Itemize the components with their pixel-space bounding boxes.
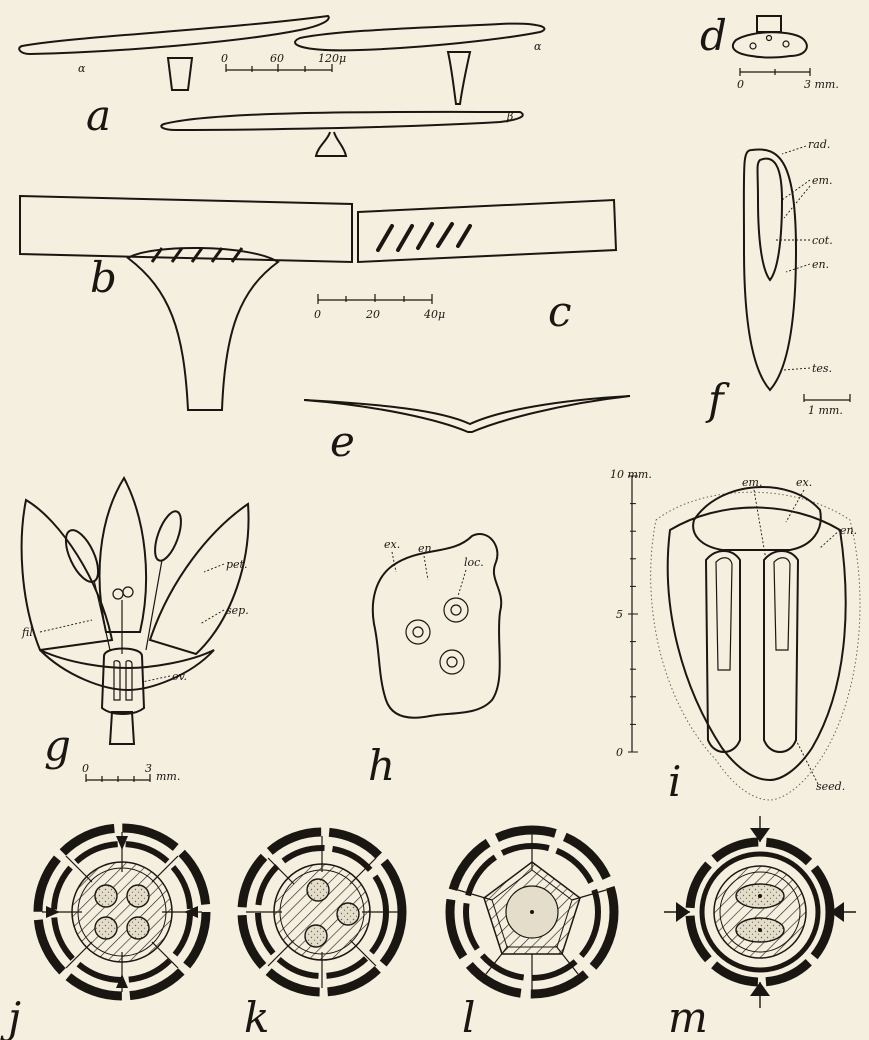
- floral-diagram-j: [38, 828, 206, 996]
- hair-alpha-1-stalk: [168, 58, 192, 90]
- petal-center: [100, 478, 147, 632]
- g-label-ov: ov.: [172, 670, 187, 683]
- figure-letter-j: j: [0, 993, 21, 1040]
- figure-letter-e: e: [330, 417, 355, 466]
- figure-i: em. ex. en. seed. 10 mm. 5: [610, 468, 860, 806]
- hair-alpha-1: [19, 16, 329, 54]
- fruit-outline: [651, 492, 860, 800]
- pedicel: [110, 712, 134, 744]
- scale-bc-tick-1: 20: [365, 308, 380, 321]
- scale-g-tick-0: 0: [82, 762, 89, 775]
- h-label-en: en.: [418, 542, 435, 555]
- f-label-cot: cot.: [812, 234, 833, 247]
- i-label-em: em.: [742, 476, 762, 489]
- h-label-ex: ex.: [384, 538, 400, 551]
- seed-right: [764, 551, 798, 752]
- label-beta: β: [506, 110, 513, 123]
- scale-i-tick-0: 0: [616, 746, 623, 759]
- scale-d-tick-1: 3 mm.: [804, 78, 839, 91]
- embryo-f: [758, 159, 783, 280]
- scale-bar-bc: 0 20 40μ: [314, 294, 445, 321]
- label-alpha-1: α: [78, 62, 86, 75]
- scale-g-unit: mm.: [156, 770, 180, 783]
- scale-g-tick-1: 3: [145, 762, 152, 775]
- fruit-apex: [693, 487, 821, 550]
- scale-bar-i: 10 mm. 5 0: [610, 468, 652, 759]
- hair-arm-c: [358, 200, 616, 262]
- scale-bar-d: 0 3 mm.: [737, 68, 839, 91]
- figure-letter-l: l: [462, 993, 475, 1040]
- scale-bar-f: 1 mm.: [804, 394, 850, 417]
- i-label-seed: seed.: [816, 780, 845, 793]
- hair-arm-b: [20, 196, 352, 262]
- hair-alpha-2: [295, 24, 544, 51]
- figure-letter-i: i: [668, 757, 681, 806]
- sepal: [40, 650, 214, 690]
- f-label-rad: rad.: [808, 138, 830, 151]
- figure-letter-c: c: [548, 287, 572, 336]
- floral-diagram-k: [242, 832, 402, 992]
- scale-bc-tick-0: 0: [314, 308, 321, 321]
- anther-left: [59, 526, 104, 587]
- hair-beta: [161, 112, 522, 130]
- seed-f: [744, 149, 796, 390]
- i-label-en: en.: [840, 524, 857, 537]
- stigma: [113, 589, 123, 599]
- figure-letter-a: a: [86, 91, 111, 140]
- figure-b: b: [20, 196, 352, 410]
- label-alpha-2: α: [534, 40, 542, 53]
- scale-a-tick-1: 60: [270, 52, 284, 65]
- f-label-en: en.: [812, 258, 829, 271]
- figure-letter-g: g: [44, 721, 71, 770]
- pits-c: [378, 224, 470, 250]
- fruit-wall: [668, 508, 846, 781]
- scale-d-tick-0: 0: [737, 78, 744, 91]
- g-label-pet: pet.: [226, 558, 247, 571]
- figure-letter-b: b: [90, 253, 117, 302]
- scale-a-tick-2: 120μ: [318, 52, 346, 65]
- hair-beta-stalk: [316, 132, 346, 156]
- figure-letter-m: m: [668, 993, 708, 1040]
- scale-bc-tick-2: 40μ: [423, 308, 445, 321]
- figure-letter-f: f: [705, 375, 730, 424]
- f-label-tes: tes.: [812, 362, 832, 375]
- g-label-fil: fil.: [21, 626, 36, 639]
- scale-bar-g: 0 3 mm.: [82, 762, 180, 783]
- hair-stalk-b: [128, 248, 278, 410]
- figure-a: α α β 0 60 120μ a: [19, 16, 544, 156]
- h-label-loc: loc.: [464, 556, 484, 569]
- scale-a-tick-0: 0: [221, 52, 228, 65]
- floral-diagram-l: [450, 830, 614, 994]
- petal-right: [150, 504, 249, 654]
- scale-i-tick-5: 5: [616, 608, 623, 621]
- figure-letter-k: k: [244, 993, 269, 1040]
- i-label-ex: ex.: [796, 476, 812, 489]
- anther-right: [150, 508, 187, 564]
- figure-letter-d: d: [700, 11, 727, 60]
- figure-c: 0 20 40μ c: [314, 200, 616, 336]
- hair-alpha-2-stalk: [448, 52, 470, 104]
- figure-d: 0 3 mm. d: [700, 11, 839, 91]
- seed-left: [706, 551, 740, 752]
- scale-bar-a: 0 60 120μ: [221, 52, 346, 72]
- ovary: [102, 649, 144, 715]
- scale-f-unit: 1 mm.: [808, 404, 843, 417]
- f-label-em: em.: [812, 174, 832, 187]
- scale-i-tick-10: 10 mm.: [610, 468, 652, 481]
- figure-e: e: [304, 396, 630, 466]
- g-label-sep: sep.: [226, 604, 249, 617]
- figure-f: rad. em. cot. en. tes. 1 mm. f: [705, 138, 850, 424]
- figure-h: ex. en. loc. h: [368, 534, 501, 790]
- figure-g: pet. sep. fil. ov. 0 3 mm. g: [21, 478, 249, 783]
- figure-letter-h: h: [368, 741, 395, 790]
- floral-diagram-m: [664, 816, 856, 1008]
